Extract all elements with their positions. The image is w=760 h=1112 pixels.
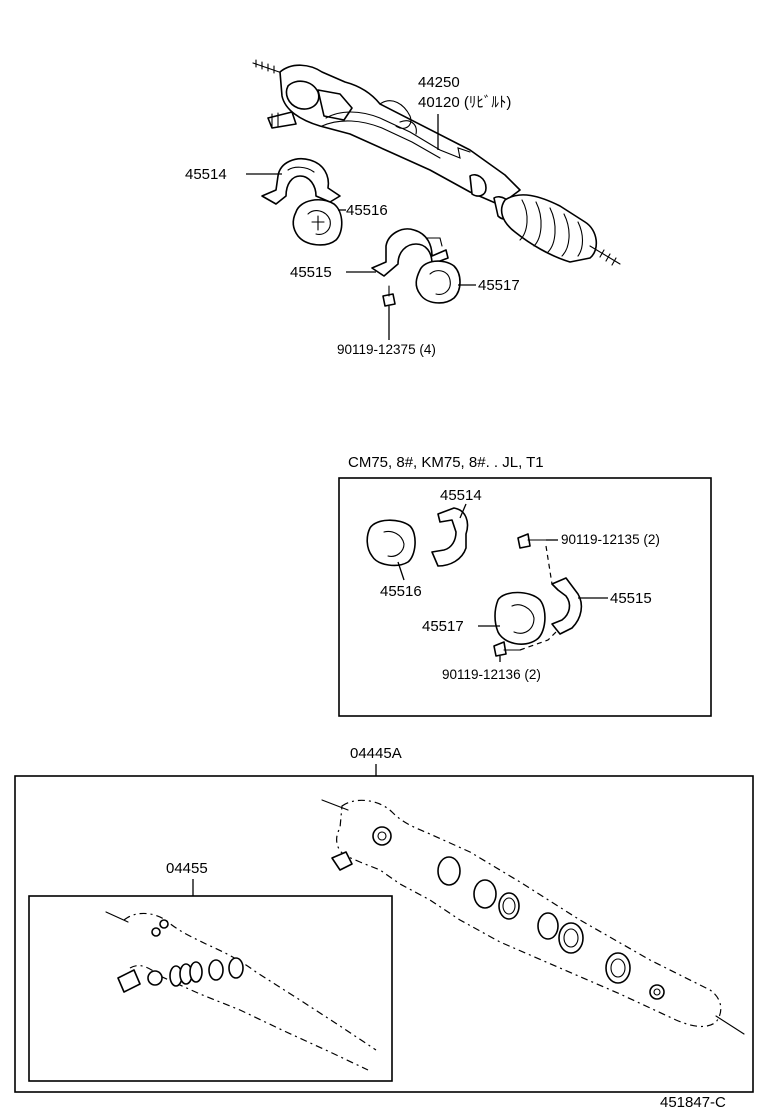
- bracket-45514-illustration: [261, 158, 341, 205]
- label-45515: 45515: [290, 264, 332, 281]
- bushing-45517-illustration: [415, 260, 461, 304]
- variant-condition-text: CM75, 8#, KM75, 8#. . JL, T1: [348, 454, 544, 471]
- variant-bolt-lower-illustration: [493, 641, 521, 657]
- gasket-kit-box: [14, 775, 754, 1093]
- variant-dash-upper: [545, 545, 553, 585]
- variant-label-bolt-upper: 90119-12135 (2): [561, 532, 660, 547]
- variant-label-45517: 45517: [422, 618, 464, 635]
- bolt-90119-12375-illustration: [382, 285, 396, 307]
- steering-rack-illustration: [252, 59, 621, 266]
- variant-label-45515: 45515: [610, 590, 652, 607]
- variant-leader-45514: [459, 503, 467, 519]
- bracket-45515-illustration: [371, 228, 449, 277]
- variant-label-45514: 45514: [440, 487, 482, 504]
- seal-kit-housing-illustration: [105, 911, 377, 1071]
- variant-bracket-45514-illustration: [431, 507, 469, 567]
- variant-bushing-45517-illustration: [494, 591, 546, 645]
- label-45517: 45517: [478, 277, 520, 294]
- variant-leader-45516: [397, 561, 405, 581]
- part-number-44250: 44250: [418, 74, 460, 91]
- variant-label-45516: 45516: [380, 583, 422, 600]
- kit-label-04455: 04455: [166, 860, 208, 877]
- label-45516: 45516: [346, 202, 388, 219]
- kit-label-04445A: 04445A: [350, 745, 402, 762]
- label-90119-12375: 90119-12375 (4): [337, 342, 436, 357]
- variant-label-bolt-lower: 90119-12136 (2): [442, 667, 541, 682]
- label-45514: 45514: [185, 166, 227, 183]
- part-number-40120-rebuilt: 40120 (ﾘﾋﾞﾙﾄ): [418, 94, 511, 111]
- variant-bracket-45515-illustration: [551, 577, 583, 635]
- variant-bolt-upper-illustration: [517, 533, 547, 549]
- variant-bushing-45516-illustration: [366, 519, 416, 567]
- bushing-45516-illustration: [292, 199, 343, 246]
- seal-kit-box: [28, 895, 393, 1082]
- variant-box: [338, 477, 712, 717]
- gasket-kit-housing-illustration: [321, 799, 745, 1035]
- illustration-id: 451847-C: [660, 1094, 726, 1111]
- variant-dash-lower: [519, 631, 557, 651]
